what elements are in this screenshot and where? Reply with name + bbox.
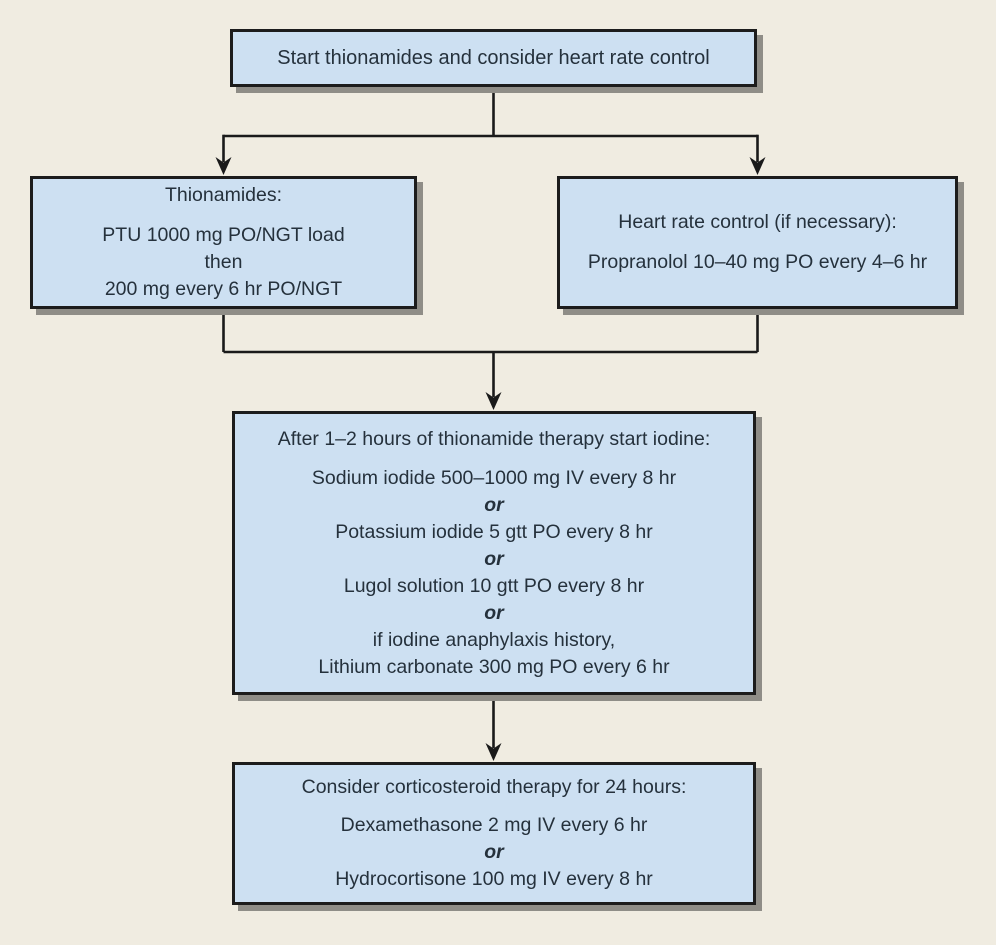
node-corticosteroid-title: Consider corticosteroid therapy for 24 h… — [301, 776, 687, 798]
node-iodine-therapy: After 1–2 hours of thionamide therapy st… — [232, 411, 756, 695]
node-heart-rate-title: Heart rate control (if necessary): — [618, 211, 897, 233]
node-iodine-line: if iodine anaphylaxis history, — [372, 628, 616, 651]
node-iodine-line: Sodium iodide 500–1000 mg IV every 8 hr — [311, 466, 677, 489]
or-separator: or — [484, 493, 504, 516]
or-separator: or — [484, 601, 504, 624]
node-thionamides-line: 200 mg every 6 hr PO/NGT — [104, 278, 343, 300]
arrow-down-icon — [485, 392, 502, 410]
connector-merge-to-iodine — [222, 310, 759, 397]
node-corticosteroid-line: Dexamethasone 2 mg IV every 6 hr — [340, 814, 648, 836]
arrow-down-icon — [215, 157, 232, 175]
node-corticosteroid-therapy: Consider corticosteroid therapy for 24 h… — [232, 762, 756, 905]
node-iodine-line: Lithium carbonate 300 mg PO every 6 hr — [318, 655, 670, 678]
or-separator: or — [484, 841, 504, 863]
node-thionamides-title: Thionamides: — [164, 184, 283, 206]
node-heart-rate-line: Propranolol 10–40 mg PO every 4–6 hr — [587, 251, 928, 273]
connector-start-split — [222, 87, 759, 162]
node-corticosteroid-line: Hydrocortisone 100 mg IV every 8 hr — [335, 868, 653, 890]
arrow-down-icon — [485, 743, 502, 761]
node-thionamides: Thionamides: PTU 1000 mg PO/NGT load the… — [30, 176, 417, 309]
node-start-text: Start thionamides and consider heart rat… — [277, 46, 710, 69]
node-thionamides-line: PTU 1000 mg PO/NGT load — [102, 224, 345, 246]
node-heart-rate-control: Heart rate control (if necessary): Propr… — [557, 176, 958, 309]
node-start: Start thionamides and consider heart rat… — [230, 29, 757, 87]
node-iodine-line: Lugol solution 10 gtt PO every 8 hr — [343, 574, 645, 597]
node-iodine-title: After 1–2 hours of thionamide therapy st… — [277, 427, 711, 450]
arrow-down-icon — [749, 157, 766, 175]
node-thionamides-line: then — [204, 251, 243, 273]
or-separator: or — [484, 547, 504, 570]
node-iodine-line: Potassium iodide 5 gtt PO every 8 hr — [335, 520, 653, 543]
